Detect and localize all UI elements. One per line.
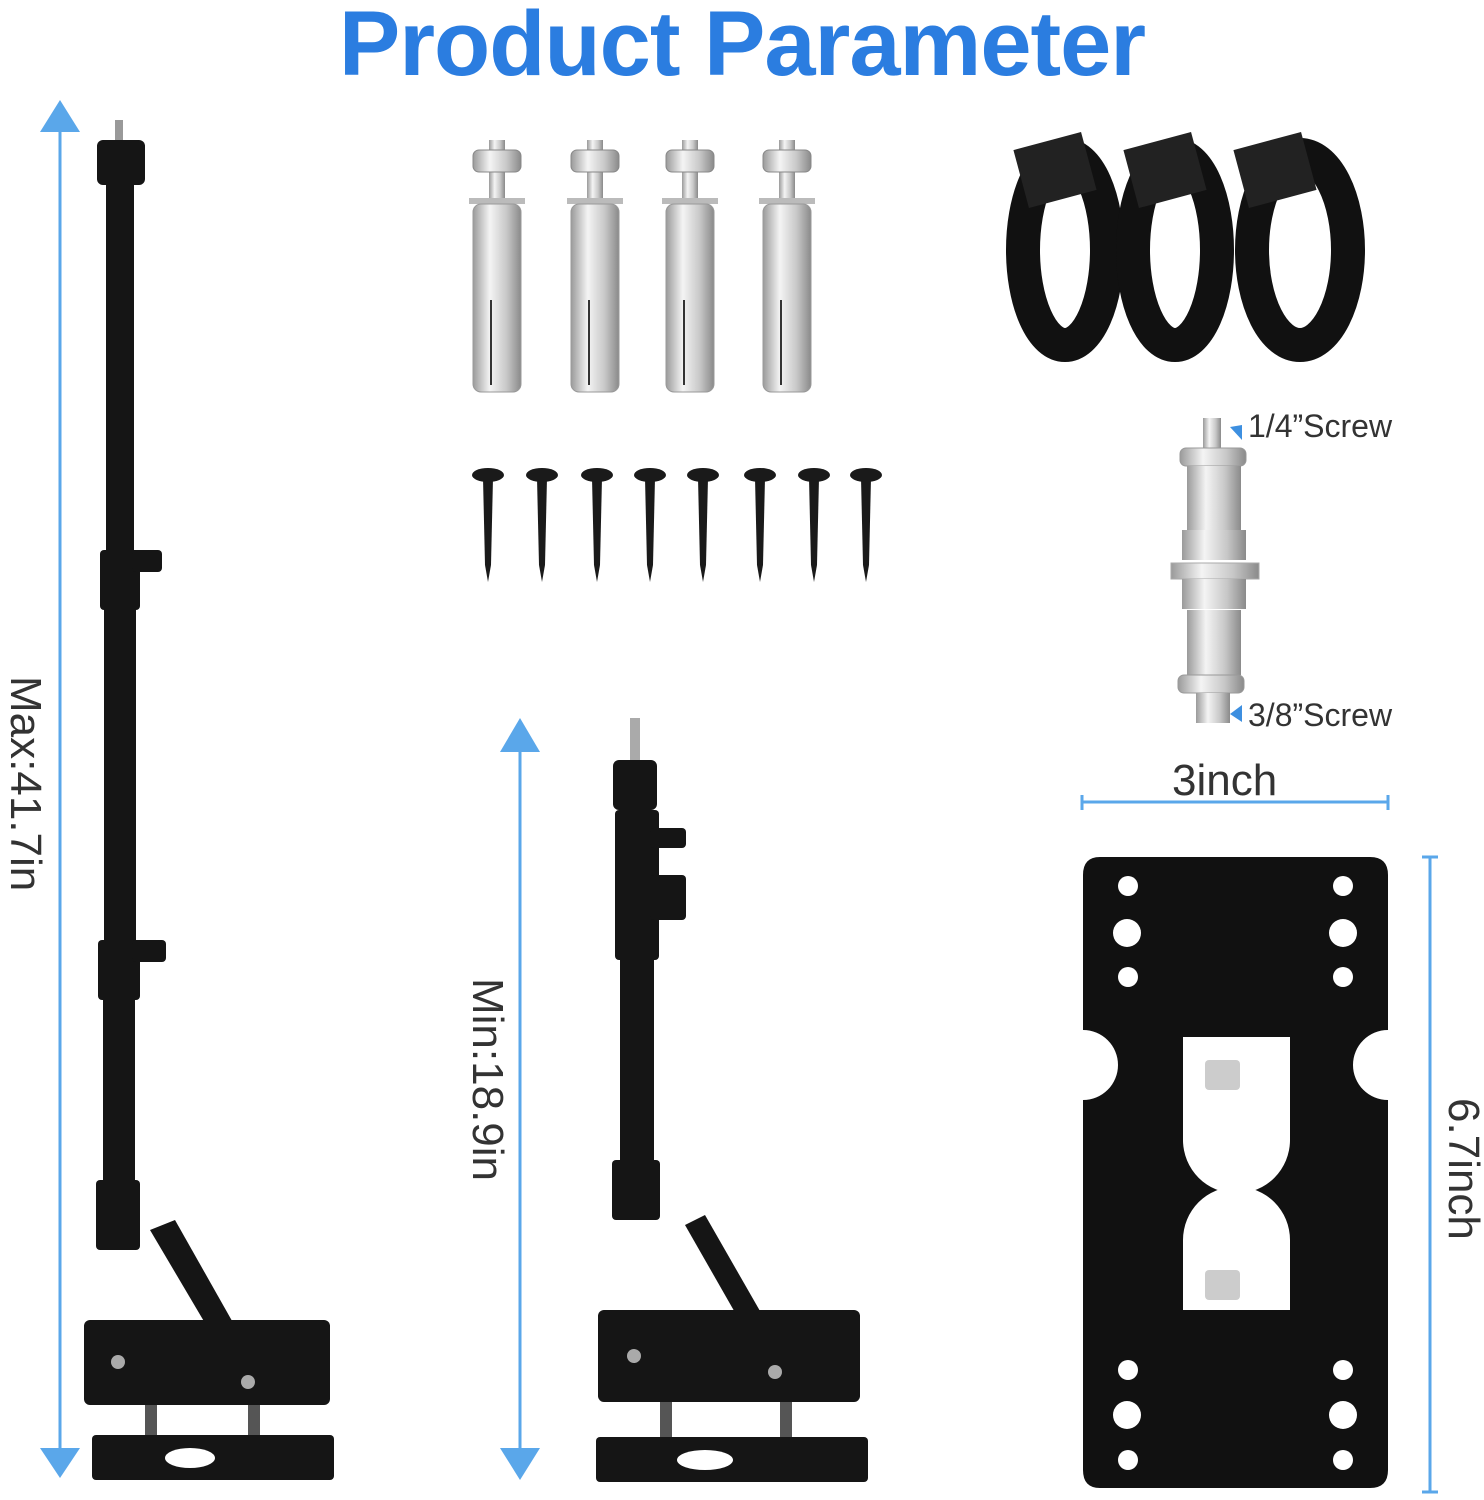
plate-width-label: 3inch	[1172, 756, 1278, 805]
expansion-anchor	[662, 140, 718, 393]
screw	[687, 468, 719, 582]
min-height-label: Min:18.9in	[463, 978, 512, 1182]
screw	[798, 468, 830, 582]
max-height-arrow	[40, 100, 80, 1478]
screw	[581, 468, 613, 582]
expansion-anchor	[759, 140, 815, 393]
screw	[634, 468, 666, 582]
velcro-cable-ties	[1006, 131, 1365, 362]
screw-adapter	[1170, 418, 1260, 723]
max-height-label: Max:41.7in	[1, 676, 50, 892]
three-eighth-inch-screw-label: 3/8”Screw	[1248, 697, 1393, 733]
plate-height-label: 6.7inch	[1439, 1098, 1484, 1240]
screw	[744, 468, 776, 582]
page-title: Product Parameter	[338, 0, 1146, 95]
screw	[472, 468, 504, 582]
wood-screws	[472, 468, 882, 582]
collapsed-wall-mount-stand	[596, 718, 868, 1482]
screw	[526, 468, 558, 582]
quarter-inch-screw-label: 1/4”Screw	[1248, 408, 1393, 444]
expansion-anchor	[567, 140, 623, 393]
mounting-plate	[1083, 857, 1388, 1488]
extended-wall-mount-stand	[84, 120, 334, 1480]
min-height-arrow	[500, 718, 540, 1480]
expansion-anchors	[469, 140, 815, 393]
plate-width-line	[1080, 795, 1390, 810]
screw	[850, 468, 882, 582]
plate-height-line	[1422, 855, 1438, 1494]
expansion-anchor	[469, 140, 525, 393]
